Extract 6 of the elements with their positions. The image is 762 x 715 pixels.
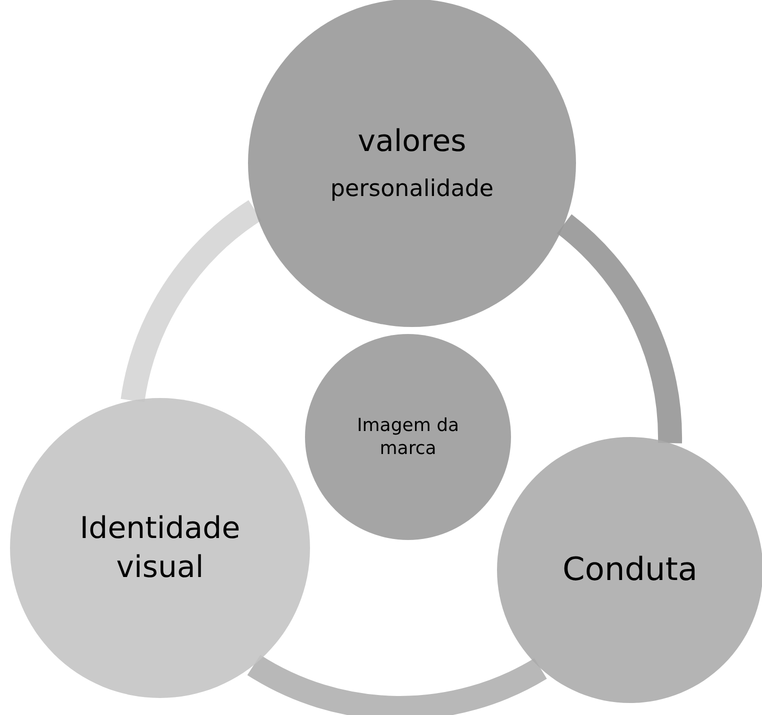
node-label: Conduta (562, 549, 698, 590)
ring-arc (248, 654, 546, 715)
node-label: Imagem da marca (356, 414, 460, 460)
node-label: valores (358, 122, 466, 161)
node-label: Identidade visual (78, 510, 242, 587)
node-label: personalidade (330, 174, 494, 204)
